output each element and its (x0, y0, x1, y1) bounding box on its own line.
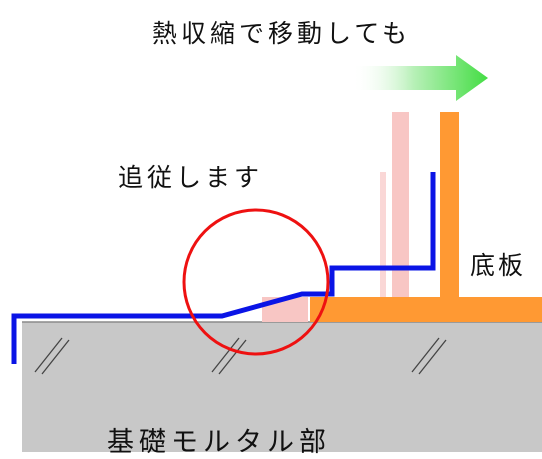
base-plate-slab (310, 297, 542, 322)
arrow-right-icon (352, 55, 488, 101)
caption-base-plate: 底板 (470, 251, 527, 280)
caption-mortar: 基礎モルタル部 (107, 427, 331, 458)
ghost-plate-upright-faint (380, 172, 386, 297)
foundation-block (22, 322, 542, 452)
seal-line (11, 172, 436, 364)
ghost-plate-upright (392, 112, 409, 297)
base-plate (310, 112, 542, 322)
caption-top: 熱収縮で移動しても (152, 19, 412, 48)
ground-hatching (34, 337, 447, 375)
base-plate-upright (440, 112, 459, 297)
caption-follow: 追従します (118, 163, 264, 192)
highlight-circle (182, 208, 330, 356)
